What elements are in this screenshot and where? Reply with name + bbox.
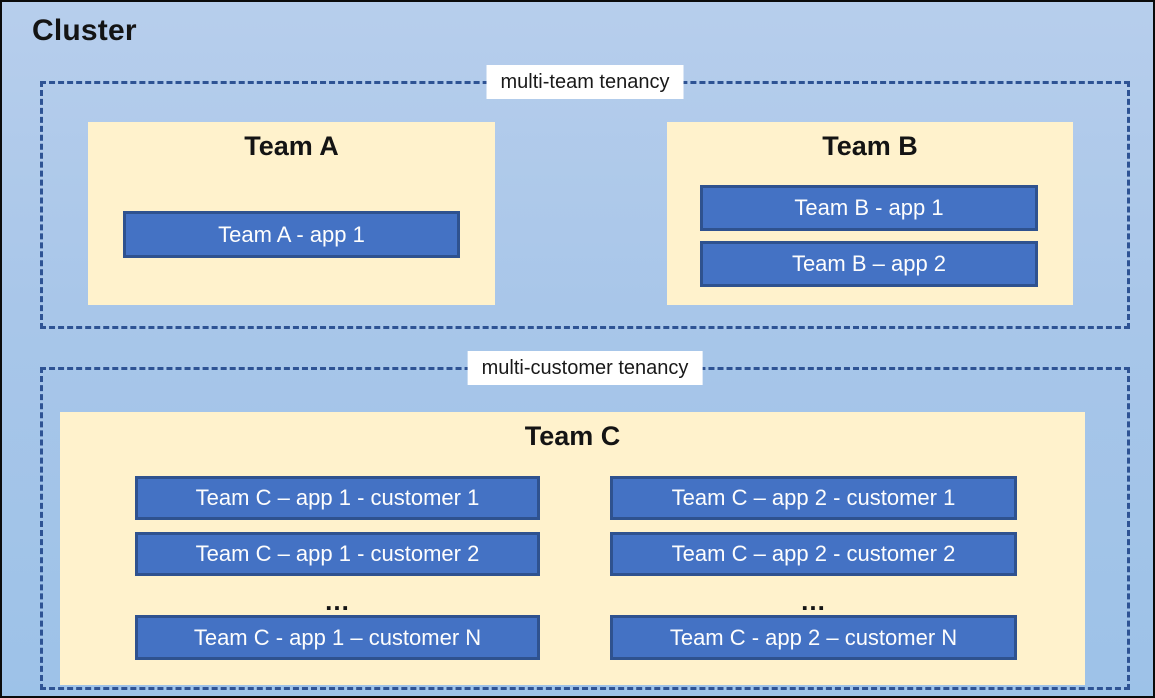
team-c-app1-customer-1: Team C – app 1 - customer 1 xyxy=(135,476,540,520)
team-c-app2-customer-1: Team C – app 2 - customer 1 xyxy=(610,476,1017,520)
team-a-app-1: Team A - app 1 xyxy=(123,211,460,258)
multi-team-tenancy-label: multi-team tenancy xyxy=(486,65,684,99)
team-a-box: Team A Team A - app 1 xyxy=(88,122,495,305)
team-a-title: Team A xyxy=(244,131,339,161)
team-b-app-1: Team B - app 1 xyxy=(700,185,1038,231)
team-c-app2-column: Team C – app 2 - customer 1 Team C – app… xyxy=(610,476,1017,660)
multi-customer-tenancy-box: multi-customer tenancy Team C Team C – a… xyxy=(40,351,1130,690)
team-c-app2-customer-n: Team C - app 2 – customer N xyxy=(610,615,1017,660)
multi-customer-tenancy-label: multi-customer tenancy xyxy=(467,351,703,385)
team-c-app1-ellipsis: ... xyxy=(325,586,350,616)
cluster-title: Cluster xyxy=(32,14,137,47)
team-c-app1-column: Team C – app 1 - customer 1 Team C – app… xyxy=(135,476,540,660)
team-c-app2-customer-2: Team C – app 2 - customer 2 xyxy=(610,532,1017,576)
team-c-title: Team C xyxy=(524,421,621,451)
team-c-app2-ellipsis: ... xyxy=(801,586,826,616)
team-b-title: Team B xyxy=(822,131,918,161)
team-b-box: Team B Team B - app 1 Team B – app 2 xyxy=(667,122,1073,305)
team-b-app-2: Team B – app 2 xyxy=(700,241,1038,287)
team-c-app1-customer-2: Team C – app 1 - customer 2 xyxy=(135,532,540,576)
team-c-app1-customer-n: Team C - app 1 – customer N xyxy=(135,615,540,660)
team-c-box: Team C Team C – app 1 - customer 1 Team … xyxy=(60,412,1085,685)
multi-team-tenancy-box: multi-team tenancy Team A Team A - app 1… xyxy=(40,65,1130,329)
